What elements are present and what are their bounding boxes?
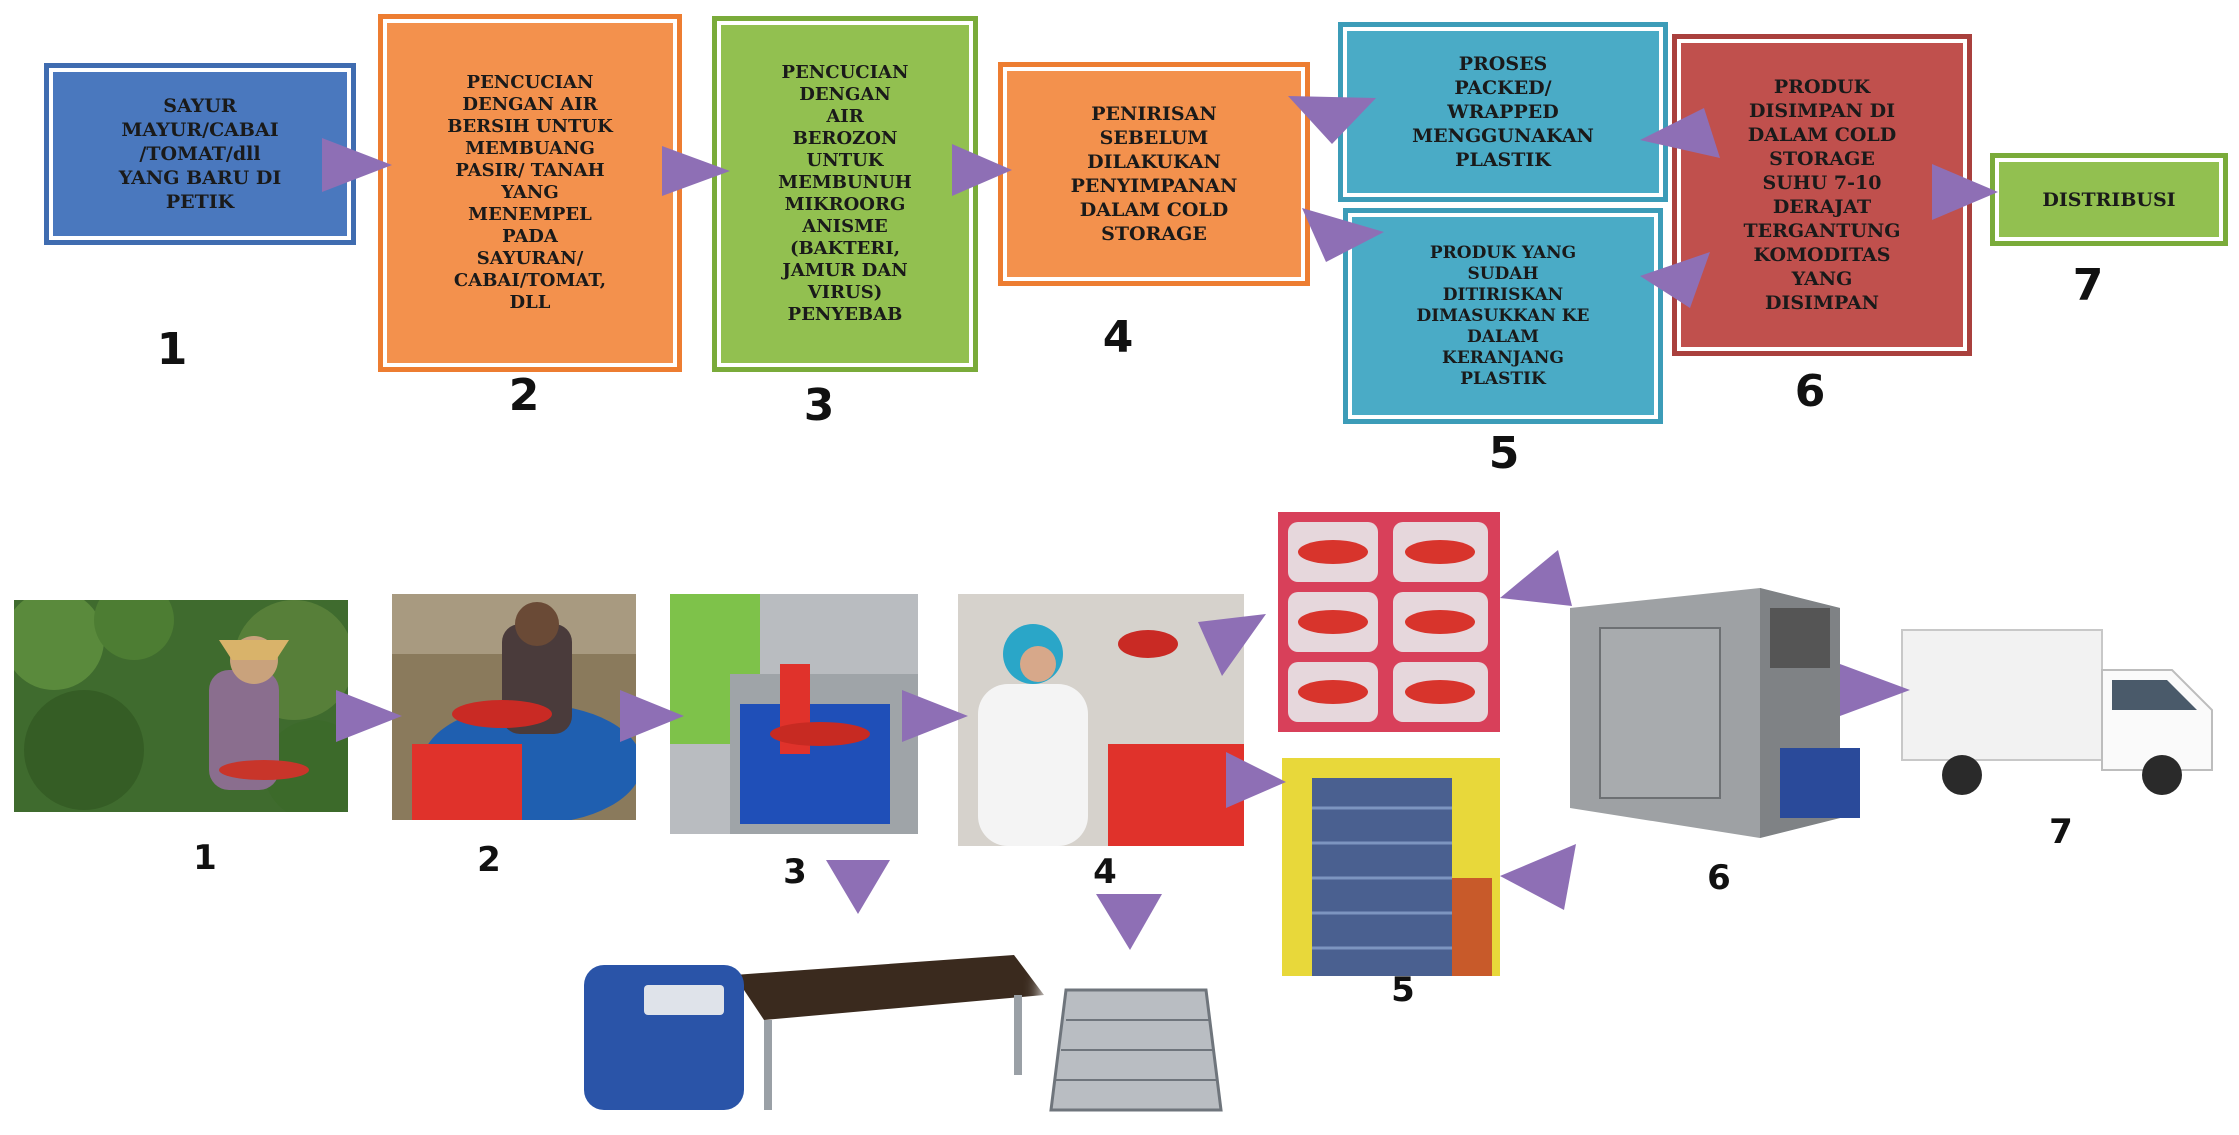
photo-arrow-3-to-4 xyxy=(902,690,968,742)
photo-step-number-7: 7 xyxy=(2049,812,2073,852)
photo-ozone-washing xyxy=(670,594,918,834)
arrow-2-to-3 xyxy=(662,146,730,196)
flow-box-6: PRODUK DISIMPAN DI DALAM COLD STORAGE SU… xyxy=(1672,34,1972,356)
photo-step-number-3: 3 xyxy=(783,852,807,892)
photo-step-number-5: 5 xyxy=(1391,970,1415,1010)
photo-arrow-2-to-3 xyxy=(620,690,684,742)
flow-box-4: PENIRISAN SEBELUM DILAKUKAN PENYIMPANAN … xyxy=(998,62,1310,286)
flow-box-7: DISTRIBUSI xyxy=(1990,153,2228,246)
flow-step-number-6: 6 xyxy=(1794,366,1826,417)
arrow-6-to-5a xyxy=(1640,108,1720,158)
photo-step-number-4: 4 xyxy=(1093,852,1117,892)
photo-arrow-4-down xyxy=(1096,894,1162,950)
photo-ozone-machine xyxy=(574,925,1052,1113)
flow-step-number-4: 4 xyxy=(1102,312,1134,363)
flow-box-3: PENCUCIAN DENGAN AIR BEROZON UNTUK MEMBU… xyxy=(712,16,978,372)
photo-chili-harvest xyxy=(14,600,348,812)
flow-step-number-1: 1 xyxy=(156,324,188,375)
flow-box-2: PENCUCIAN DENGAN AIR BERSIH UNTUK MEMBUA… xyxy=(378,14,682,372)
flow-box-5-packed: PROSES PACKED/ WRAPPED MENGGUNAKAN PLAST… xyxy=(1338,22,1668,202)
arrow-3-to-4 xyxy=(952,144,1012,196)
photo-step-number-2: 2 xyxy=(477,840,501,880)
photo-cold-storage xyxy=(1560,578,1862,848)
flow-box-1: SAYUR MAYUR/CABAI /TOMAT/dll YANG BARU D… xyxy=(44,63,356,245)
photo-crates xyxy=(1282,758,1500,976)
arrow-4-to-5a xyxy=(1288,96,1376,144)
photo-arrow-6-to-5a xyxy=(1500,550,1572,606)
photo-arrow-1-to-2 xyxy=(336,690,402,742)
photo-washing xyxy=(392,594,636,820)
flow-step-number-3: 3 xyxy=(803,380,835,431)
flow-box-5-basket: PRODUK YANG SUDAH DITIRISKAN DIMASUKKAN … xyxy=(1343,208,1663,424)
photo-step-number-1: 1 xyxy=(193,838,217,878)
photo-arrow-6-to-5b xyxy=(1500,844,1576,910)
photo-arrow-6-to-7 xyxy=(1840,664,1910,716)
arrow-6-to-7 xyxy=(1932,164,1998,220)
photo-draining xyxy=(958,594,1244,846)
flow-step-number-7: 7 xyxy=(2072,260,2104,311)
photo-arrow-4-to-5b xyxy=(1226,752,1286,808)
photo-arrow-4-to-5a xyxy=(1198,614,1266,676)
photo-draining-rack xyxy=(1046,980,1226,1130)
arrow-6-to-5b xyxy=(1640,252,1710,308)
photo-packed-chili xyxy=(1278,512,1500,732)
arrow-4-to-5b xyxy=(1302,208,1384,262)
flow-step-number-5: 5 xyxy=(1488,428,1520,479)
photo-delivery-truck xyxy=(1892,610,2222,810)
photo-step-number-6: 6 xyxy=(1707,858,1731,898)
photo-arrow-3-down xyxy=(826,860,890,914)
arrow-1-to-2 xyxy=(322,138,392,192)
flow-step-number-2: 2 xyxy=(508,370,540,421)
